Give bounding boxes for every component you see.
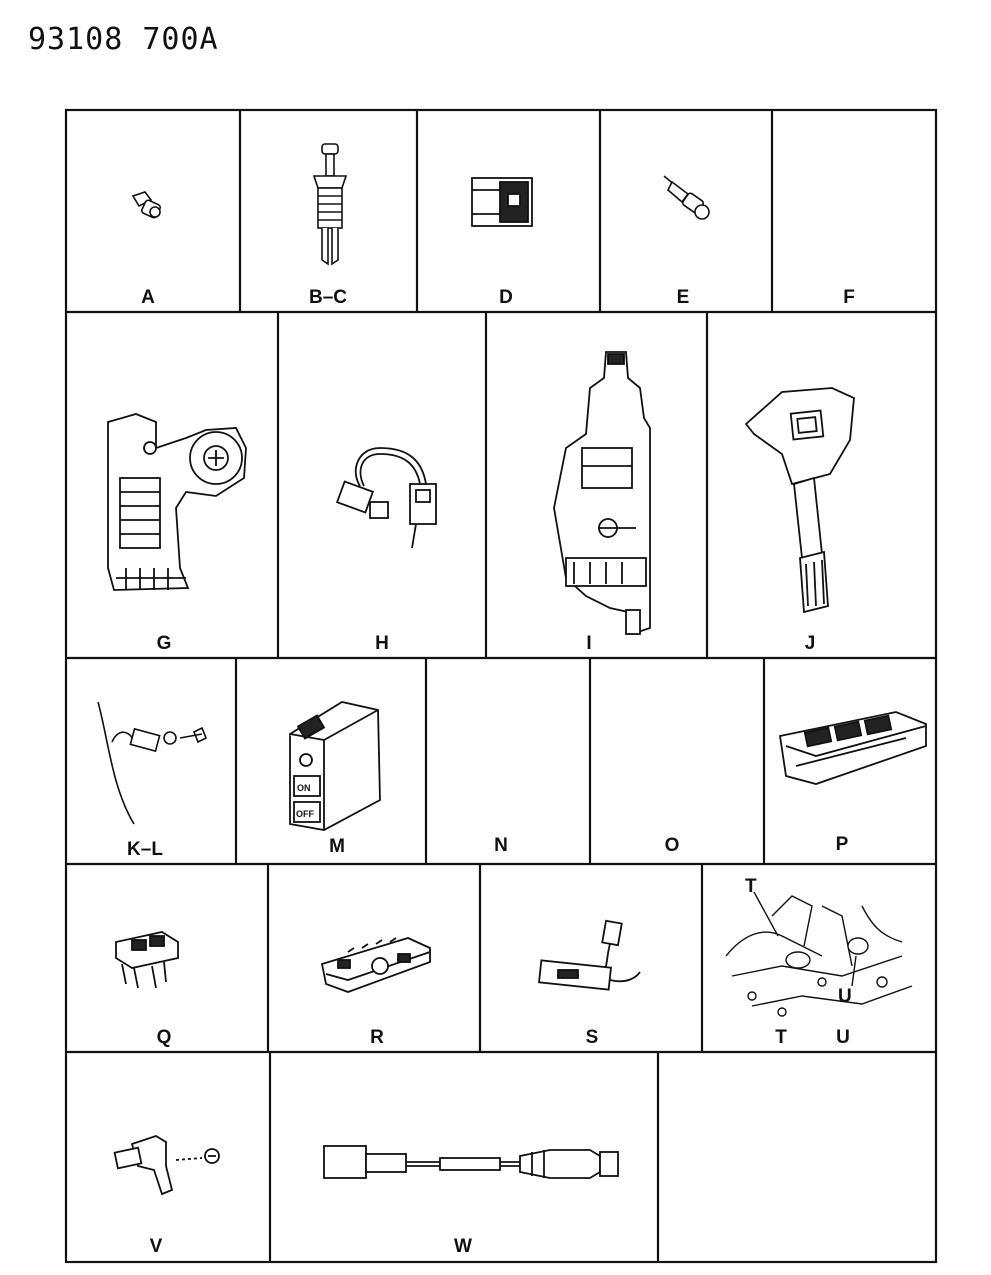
label-d: D <box>499 287 513 308</box>
part-j-lever-switch <box>744 387 855 614</box>
part-v-switch-bracket <box>113 1135 220 1196</box>
label-q: Q <box>156 1027 172 1048</box>
label-e: E <box>676 287 690 308</box>
part-p-window-switch <box>778 711 927 785</box>
label-j: J <box>804 633 816 654</box>
part-h-switch-harness <box>335 447 437 549</box>
label-tu-t: T <box>775 1027 787 1048</box>
label-h: H <box>375 633 389 654</box>
label-r: R <box>370 1027 384 1048</box>
m-on-label: ON <box>297 783 311 793</box>
part-a-switch <box>131 191 162 219</box>
part-r-switch-panel <box>320 937 431 993</box>
part-g-ignition-switch <box>107 413 247 591</box>
part-kl-switch <box>97 701 208 825</box>
label-s: S <box>585 1027 599 1048</box>
label-p: P <box>835 834 849 855</box>
label-a: A <box>141 287 155 308</box>
label-kl: K–L <box>127 839 163 860</box>
part-d-switch <box>471 177 533 227</box>
part-q-switch <box>115 931 179 989</box>
label-f: F <box>843 287 855 308</box>
label-v: V <box>149 1236 163 1257</box>
label-bc: B–C <box>308 287 348 308</box>
m-off-label: OFF <box>296 809 314 819</box>
document-number: 93108 700A <box>28 22 219 57</box>
part-m-switch-module: ON OFF <box>289 701 381 831</box>
label-tu-u: U <box>836 1027 850 1048</box>
part-bc-switch <box>312 143 348 266</box>
callout-t: T <box>745 876 757 897</box>
part-e-switch <box>663 175 710 220</box>
callout-u: U <box>838 986 852 1007</box>
label-o: O <box>664 835 680 856</box>
label-m: M <box>329 836 345 857</box>
label-i: I <box>586 633 592 654</box>
label-w: W <box>454 1236 472 1257</box>
part-tu-assembly-view <box>725 891 913 1017</box>
label-g: G <box>156 633 172 654</box>
label-n: N <box>494 835 508 856</box>
part-w-cable-switch <box>323 1145 619 1179</box>
part-i-switch-assembly <box>553 351 651 636</box>
part-s-switch <box>538 919 641 991</box>
